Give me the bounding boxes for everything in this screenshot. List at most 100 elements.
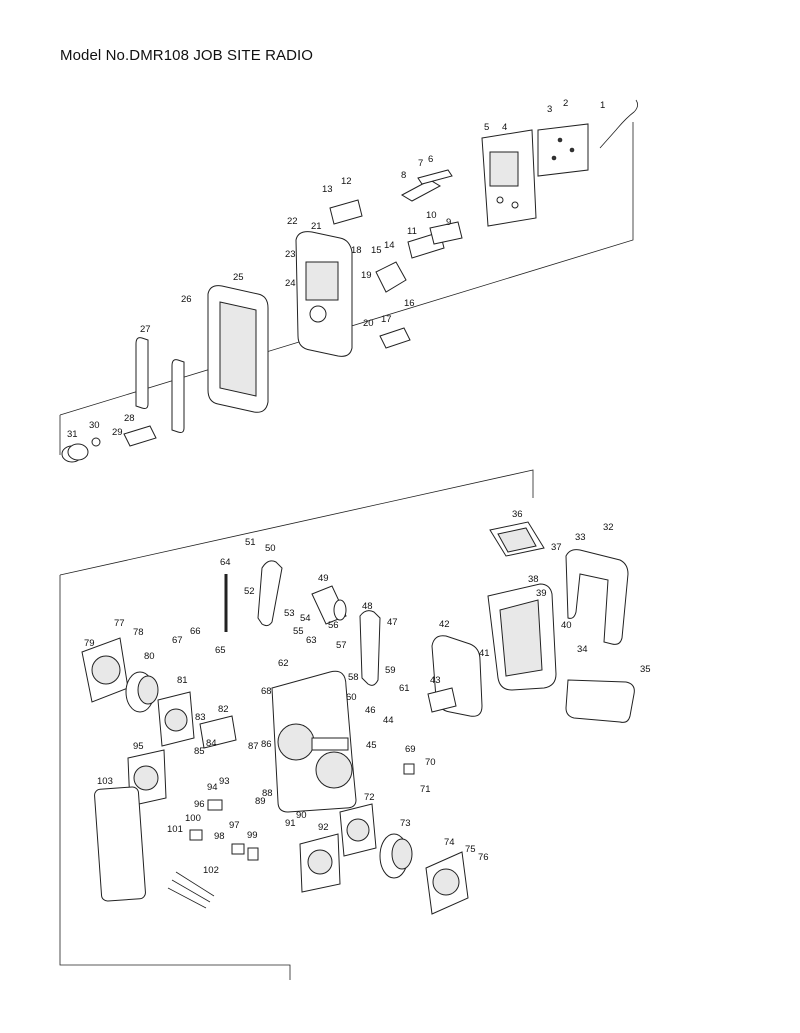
latch-part — [123, 425, 157, 447]
part-callout-43: 43 — [430, 675, 441, 686]
part-callout-103: 103 — [97, 776, 113, 787]
wire-part — [599, 99, 638, 149]
pcb-board-part — [537, 123, 589, 177]
speaker-cover-81-part — [157, 691, 195, 747]
part-callout-72: 72 — [364, 792, 375, 803]
part-callout-49: 49 — [318, 573, 329, 584]
battery-holder-part — [487, 583, 557, 691]
part-callout-79: 79 — [84, 638, 95, 649]
part-callout-22: 22 — [287, 216, 298, 227]
part-callout-27: 27 — [140, 324, 151, 335]
part-callout-77: 77 — [114, 618, 125, 629]
battery-cover-part — [489, 521, 545, 557]
part-callout-69: 69 — [405, 744, 416, 755]
part-callout-65: 65 — [215, 645, 226, 656]
part-callout-12: 12 — [341, 176, 352, 187]
part-callout-17: 17 — [381, 314, 392, 325]
part-callout-68: 68 — [261, 686, 272, 697]
part-callout-88: 88 — [262, 788, 273, 799]
part-callout-10: 10 — [426, 210, 437, 221]
part-callout-18: 18 — [351, 245, 362, 256]
speaker-frame-left-part — [81, 637, 129, 703]
part-callout-71: 71 — [420, 784, 431, 795]
part-callout-37: 37 — [551, 542, 562, 553]
speaker-cover-92-part — [299, 833, 341, 893]
part-callout-82: 82 — [218, 704, 229, 715]
part-callout-42: 42 — [439, 619, 450, 630]
part-callout-29: 29 — [112, 427, 123, 438]
knob-plate-part — [375, 261, 407, 293]
part-callout-3: 3 — [547, 104, 552, 115]
housing-part — [271, 670, 357, 813]
part-callout-40: 40 — [561, 620, 572, 631]
part-callout-98: 98 — [214, 831, 225, 842]
part-callout-50: 50 — [265, 543, 276, 554]
volume-knob-part — [61, 437, 101, 463]
label-part — [427, 687, 457, 713]
part-callout-102: 102 — [203, 865, 219, 876]
part-callout-23: 23 — [285, 249, 296, 260]
main-board-part — [481, 129, 537, 227]
side-handle-part — [565, 549, 629, 645]
part-callout-81: 81 — [177, 675, 188, 686]
part-callout-11: 11 — [407, 226, 417, 237]
part-callout-74: 74 — [444, 837, 455, 848]
part-callout-48: 48 — [362, 601, 373, 612]
part-callout-4: 4 — [502, 122, 507, 133]
part-callout-41: 41 — [479, 648, 490, 659]
part-callout-8: 8 — [401, 170, 406, 181]
roller-part — [311, 585, 347, 625]
part-callout-45: 45 — [366, 740, 377, 751]
part-callout-57: 57 — [336, 640, 347, 651]
top-handle-part — [257, 560, 283, 627]
part-callout-16: 16 — [404, 298, 415, 309]
part-callout-70: 70 — [425, 757, 436, 768]
part-callout-54: 54 — [300, 613, 311, 624]
speaker-left-part — [125, 671, 159, 713]
button-strip-part — [400, 169, 463, 259]
switch-part — [379, 327, 411, 349]
part-callout-1: 1 — [600, 100, 605, 111]
part-callout-63: 63 — [306, 635, 317, 646]
speaker-frame-right-part — [425, 851, 469, 915]
part-callout-99: 99 — [247, 830, 258, 841]
part-callout-90: 90 — [296, 810, 307, 821]
part-callout-85: 85 — [194, 746, 205, 757]
part-callout-47: 47 — [387, 617, 398, 628]
part-callout-32: 32 — [603, 522, 614, 533]
frame-part — [207, 285, 269, 413]
part-callout-96: 96 — [194, 799, 205, 810]
part-callout-19: 19 — [361, 270, 372, 281]
part-callout-53: 53 — [284, 608, 295, 619]
lower-assembly-boundary — [59, 469, 534, 980]
part-callout-80: 80 — [144, 651, 155, 662]
part-callout-26: 26 — [181, 294, 192, 305]
part-callout-84: 84 — [206, 738, 217, 749]
part-callout-5: 5 — [484, 122, 489, 133]
part-callout-24: 24 — [285, 278, 296, 289]
part-callout-13: 13 — [322, 184, 333, 195]
part-callout-58: 58 — [348, 672, 359, 683]
callout-number-group: 1234567891011121314151617181920212223242… — [67, 98, 651, 876]
bracket-parts — [189, 715, 415, 861]
part-callout-56: 56 — [328, 620, 339, 631]
front-panel-part — [295, 231, 353, 357]
part-callout-100: 100 — [185, 813, 201, 824]
speaker-cover-72-part — [339, 803, 377, 857]
part-callout-95: 95 — [133, 741, 144, 752]
part-callout-33: 33 — [575, 532, 586, 543]
part-callout-25: 25 — [233, 272, 244, 283]
part-callout-101: 101 — [167, 824, 183, 835]
part-callout-15: 15 — [371, 245, 382, 256]
part-callout-89: 89 — [255, 796, 266, 807]
panel-103-part — [94, 786, 146, 902]
part-callout-44: 44 — [383, 715, 394, 726]
part-callout-6: 6 — [428, 154, 433, 165]
part-callout-67: 67 — [172, 635, 183, 646]
part-callout-51: 51 — [245, 537, 256, 548]
part-callout-35: 35 — [640, 664, 651, 675]
part-callout-59: 59 — [385, 665, 396, 676]
speaker-right-part — [379, 833, 413, 879]
part-callout-62: 62 — [278, 658, 289, 669]
